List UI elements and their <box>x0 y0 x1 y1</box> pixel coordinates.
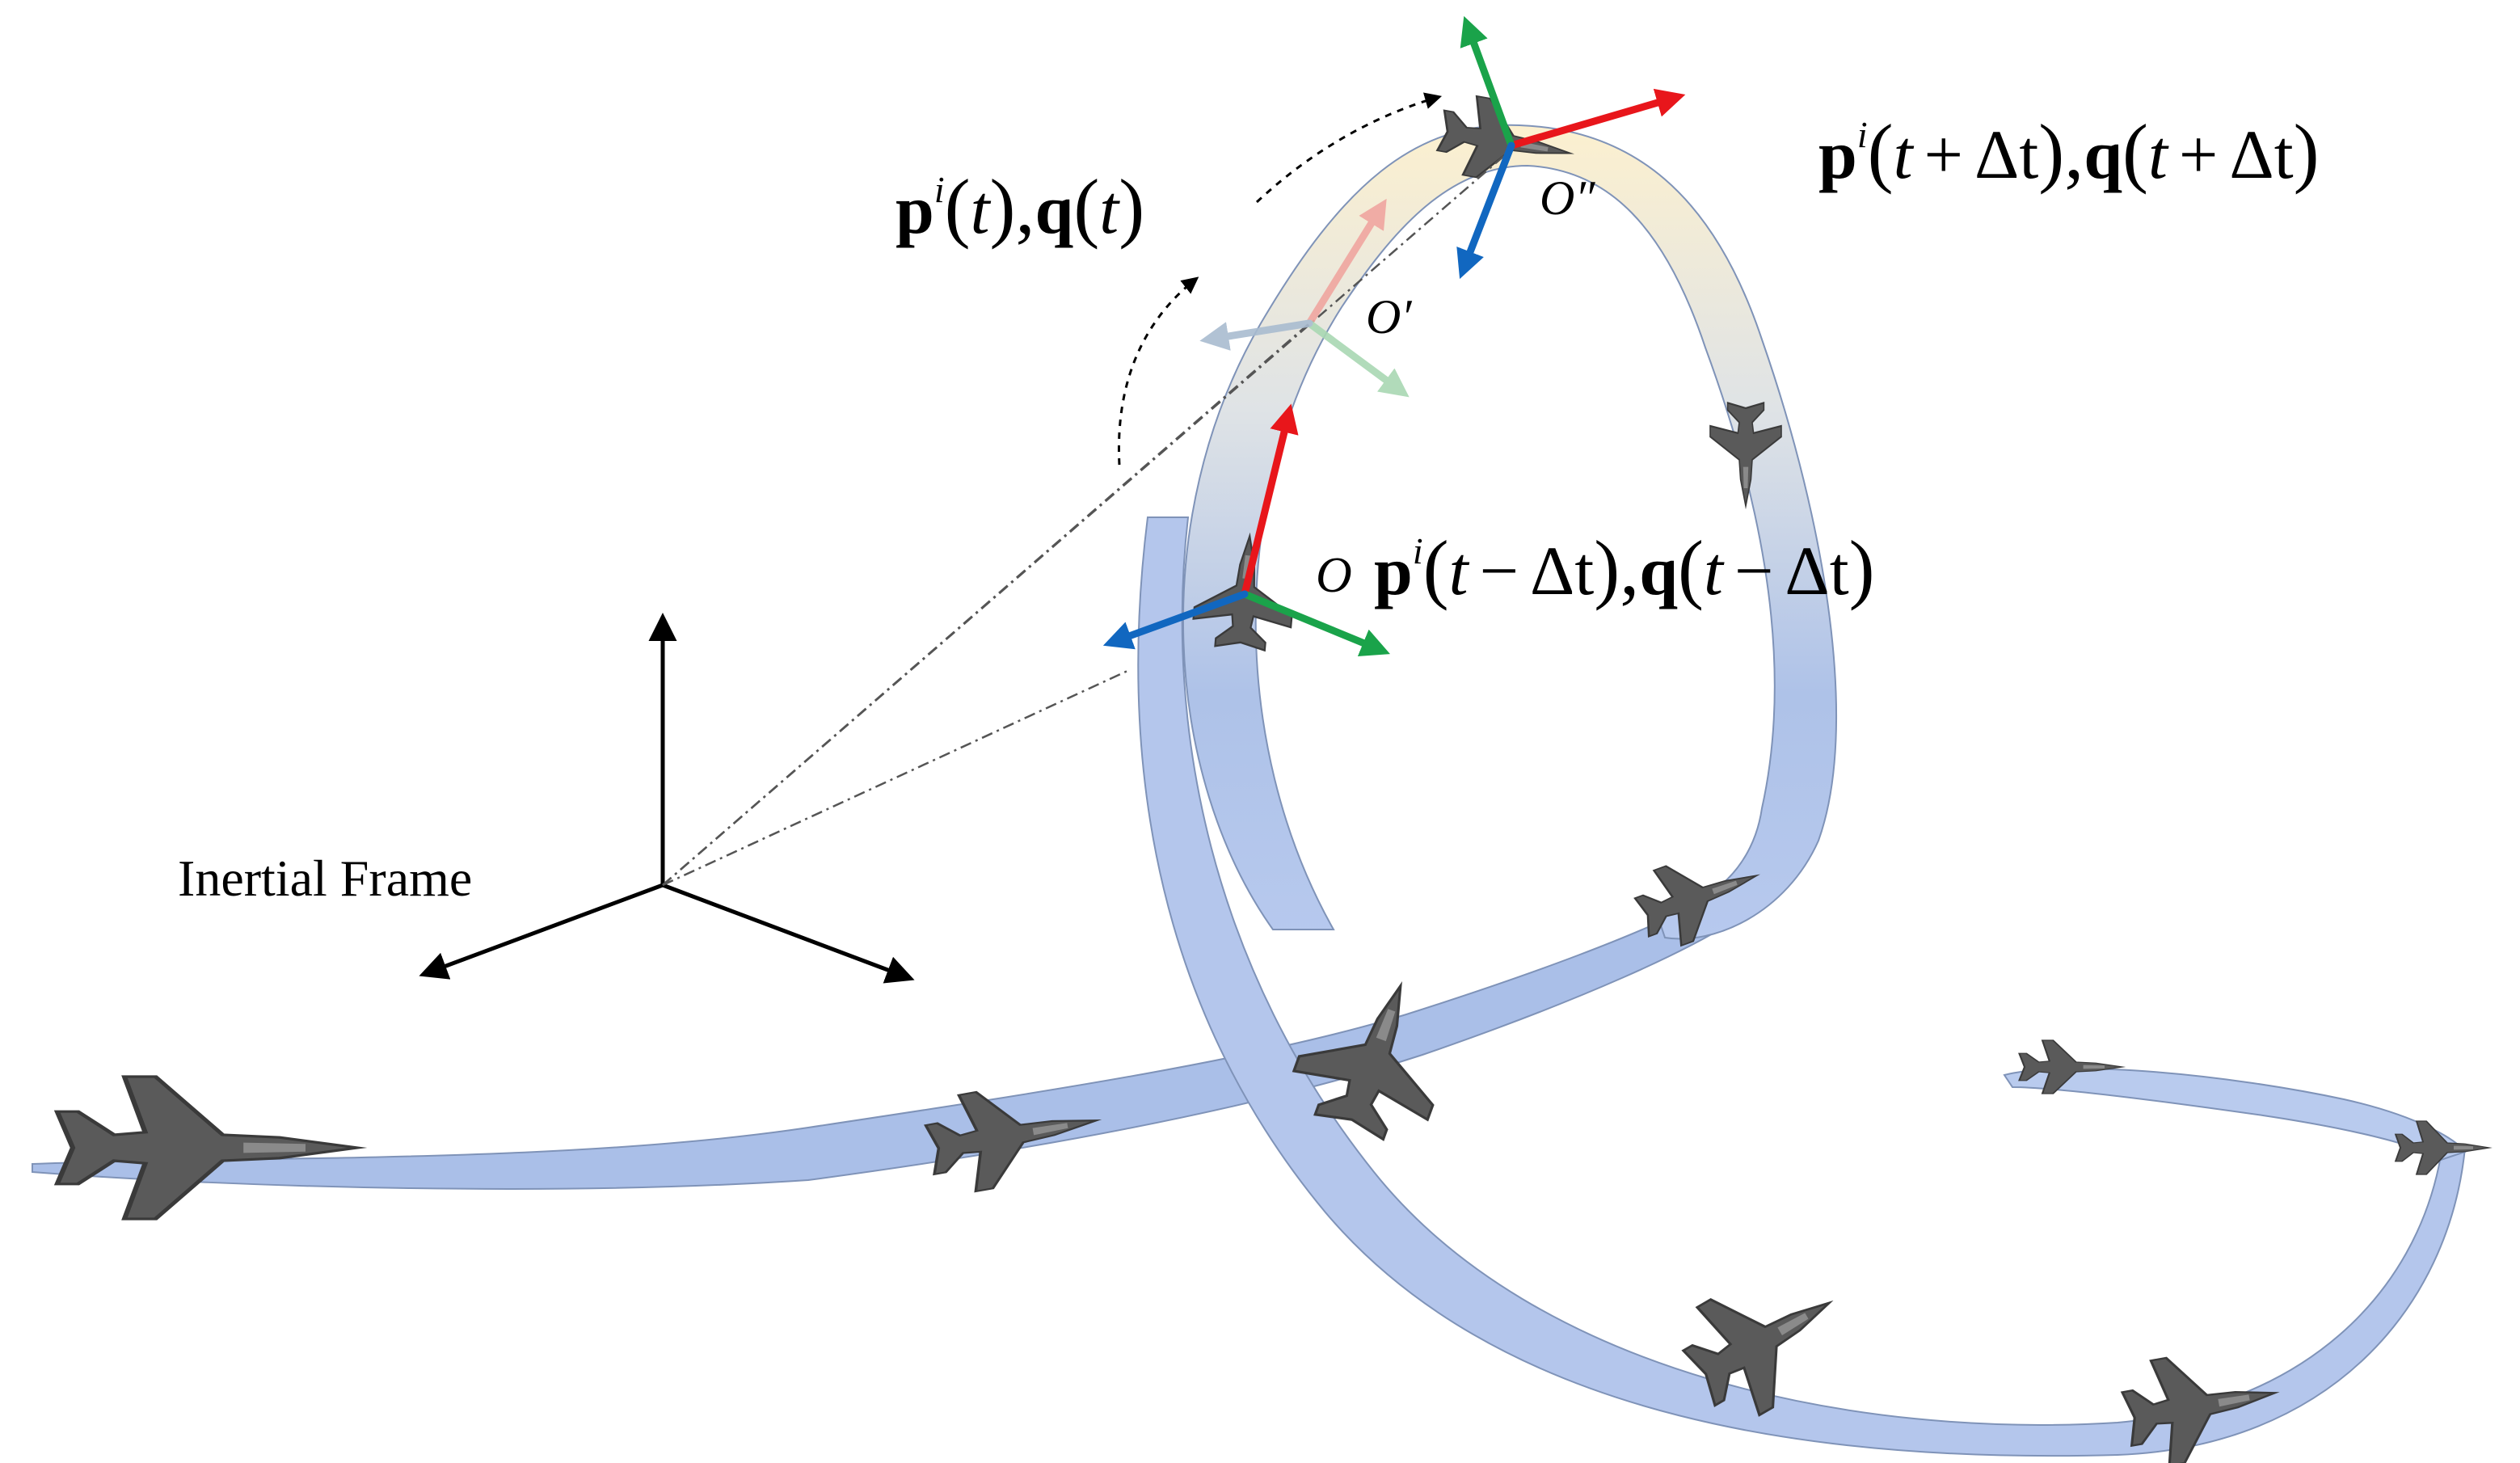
superscript-i: i <box>1857 114 1868 155</box>
svg-text:pi(t),q(t): pi(t),q(t) <box>895 163 1144 250</box>
superscript-i: i <box>934 169 945 210</box>
body-frame-o-double-prime <box>1456 15 1686 280</box>
delta-t: Δt <box>2229 116 2293 193</box>
body-frame-o <box>1102 403 1390 657</box>
svg-text:pi(t+Δt),q(t+Δt): pi(t+Δt),q(t+Δt) <box>1818 108 2320 195</box>
delta-t: Δt <box>1530 532 1594 609</box>
time-symbol: t <box>2148 116 2169 193</box>
quaternion-symbol: q <box>1035 171 1073 248</box>
time-symbol: t <box>1449 532 1470 609</box>
time-symbol: t <box>971 171 992 248</box>
time-symbol: t <box>1894 116 1915 193</box>
origin-o-label: O <box>1316 548 1352 603</box>
state-label-t-minus: pi(t−Δt),q(t−Δt) <box>1374 525 1875 611</box>
body-frame-o-prime <box>1199 198 1410 398</box>
superscript-i: i <box>1413 530 1423 571</box>
quaternion-symbol: q <box>1639 532 1678 609</box>
time-symbol: t <box>1704 532 1725 609</box>
trajectory-ribbon <box>32 124 2467 1457</box>
aircraft-icon <box>57 1077 357 1219</box>
position-symbol: p <box>1818 116 1857 193</box>
svg-text:pi(t−Δt),q(t−Δt): pi(t−Δt),q(t−Δt) <box>1374 525 1875 611</box>
origin-o-prime-label: O′ <box>1366 290 1412 344</box>
state-label-t: pi(t),q(t) <box>895 163 1144 250</box>
delta-t: Δt <box>1785 532 1848 609</box>
position-vectors <box>662 149 1512 887</box>
position-symbol: p <box>895 171 934 248</box>
quaternion-symbol: q <box>2084 116 2122 193</box>
delta-t: Δt <box>1974 116 2038 193</box>
motion-arrows <box>1117 92 1443 466</box>
plus-operator: + <box>1924 116 1964 193</box>
minus-operator: − <box>1734 532 1774 609</box>
minus-operator: − <box>1480 532 1519 609</box>
position-symbol: p <box>1374 532 1413 609</box>
state-label-t-plus: pi(t+Δt),q(t+Δt) <box>1818 108 2320 195</box>
time-symbol: t <box>1099 171 1120 248</box>
origin-o-double-prime-label: O″ <box>1540 171 1595 225</box>
plus-operator: + <box>2179 116 2219 193</box>
inertial-frame-label: Inertial Frame <box>178 850 472 907</box>
inertial-frame-axes <box>419 613 915 984</box>
